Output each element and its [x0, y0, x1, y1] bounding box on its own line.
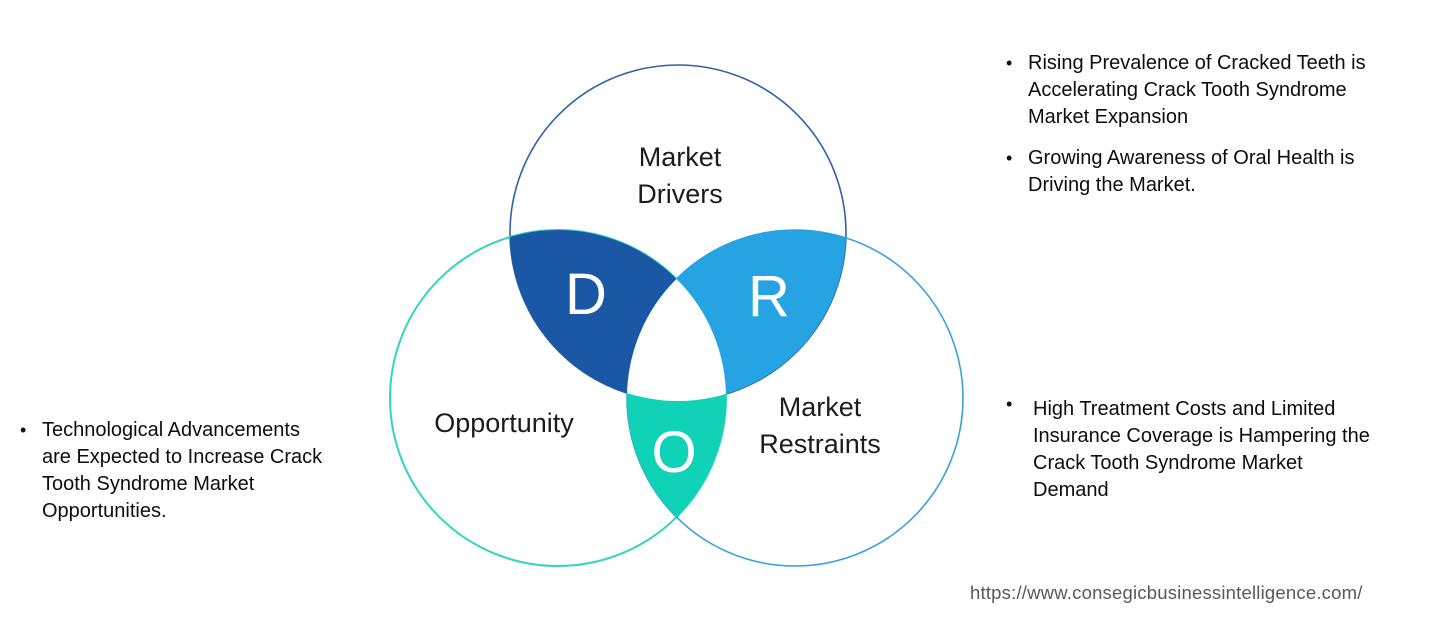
right-top-bullet-panel: • Rising Prevalence of Cracked Teeth is …: [1006, 50, 1451, 199]
list-item: • Growing Awareness of Oral Health is Dr…: [1006, 145, 1451, 199]
list-item: • High Treatment Costs and Limited Insur…: [1006, 394, 1453, 504]
list-item: • Technological Advancements are Expecte…: [20, 417, 415, 525]
bullet-icon: •: [1006, 53, 1013, 73]
bullet-icon: •: [1006, 394, 1013, 414]
bullet-text: Rising Prevalence of Cracked Teeth is Ac…: [1028, 52, 1366, 128]
bullet-icon: •: [1006, 148, 1013, 168]
letter-d: D: [565, 262, 607, 327]
bullet-text: Growing Awareness of Oral Health is Driv…: [1028, 147, 1355, 196]
left-bullet-panel: • Technological Advancements are Expecte…: [20, 417, 415, 525]
bullet-text: High Treatment Costs and Limited Insuran…: [1033, 398, 1370, 501]
opportunity-label: Opportunity: [434, 408, 574, 438]
list-item: • Rising Prevalence of Cracked Teeth is …: [1006, 50, 1451, 131]
letter-o: O: [651, 420, 697, 485]
market-restraints-label: Market Restraints: [759, 392, 881, 459]
bullet-text: Technological Advancements are Expected …: [42, 419, 323, 522]
right-bottom-bullet-panel: • High Treatment Costs and Limited Insur…: [1006, 394, 1453, 504]
bullet-icon: •: [20, 420, 27, 440]
source-url: https://www.consegicbusinessintelligence…: [970, 582, 1363, 603]
letter-r: R: [748, 264, 790, 329]
market-drivers-label: Market Drivers: [637, 142, 723, 209]
